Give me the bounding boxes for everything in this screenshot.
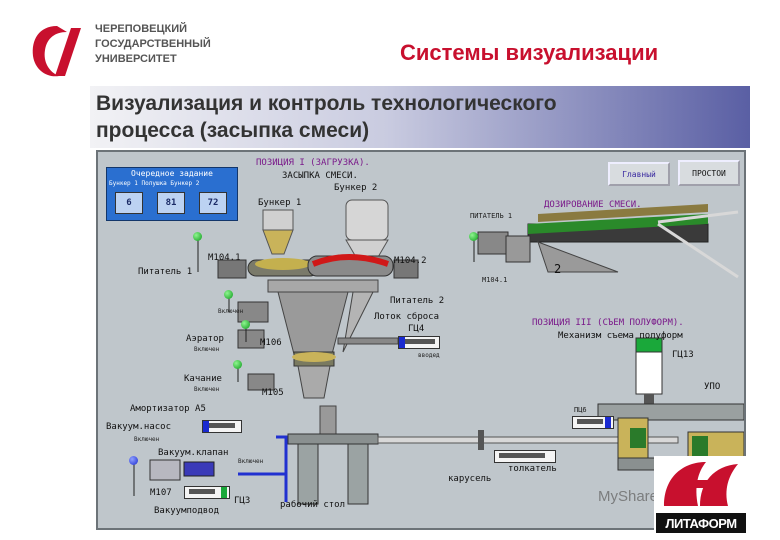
gc3-label: ГЦ3 [234, 496, 251, 506]
pos1-subtitle: ЗАСЫПКА СМЕСИ. [282, 171, 358, 181]
litaform-emblem-icon [656, 458, 744, 510]
dosing-feeder1-label: ПИТАТЕЛЬ 1 [470, 212, 513, 220]
swing-status: Включен [194, 386, 220, 393]
m106-label: M106 [260, 338, 282, 348]
pos3-subtitle: Механизм съема полуформ [558, 331, 683, 341]
aerator-on-status: Включен [218, 308, 244, 315]
gc13-label: ГЦ13 [672, 350, 694, 360]
swing-label: Качание [184, 374, 222, 384]
aerator-indicator-lamp [224, 290, 233, 299]
next-task-panel: Очередное задание Бункер 1 Полушка Бунке… [106, 167, 238, 221]
damper-label: Амортизатор А5 [130, 404, 206, 414]
dosing-number-2: 2 [554, 262, 562, 276]
pos3-title: ПОЗИЦИЯ III (СЪЕМ ПОЛУФОРМ). [532, 318, 684, 328]
main-screen-button[interactable]: Главный [608, 162, 670, 186]
vac-feed-label: Вакуумподвод [154, 506, 220, 516]
litaform-name: ЛИТАФОРМ [656, 513, 746, 533]
dosing-feeder-lamp [469, 232, 478, 241]
university-line-3: УНИВЕРСИТЕТ [95, 53, 177, 65]
university-name: ЧЕРЕПОВЕЦКИЙ ГОСУДАРСТВЕННЫЙ УНИВЕРСИТЕТ [95, 22, 235, 67]
university-logo [27, 22, 85, 80]
pusher-cylinder[interactable] [494, 450, 556, 463]
vac-valve-label: Вакуум.клапан [158, 448, 229, 458]
myshared-watermark: MyShared [598, 488, 667, 505]
banner-line-1: Визуализация и контроль технологического [96, 92, 557, 115]
vac-pump-cylinder[interactable] [202, 420, 242, 433]
pos1-title: ПОЗИЦИЯ I (ЗАГРУЗКА). [256, 158, 370, 168]
m104-1-label: M104.1 [208, 253, 241, 263]
m104-2-label: M104.2 [394, 256, 427, 266]
gc6-cylinder[interactable] [572, 416, 614, 429]
m105-label: M105 [262, 388, 284, 398]
task-panel-headers: Бункер 1 Полушка Бункер 2 [109, 180, 200, 187]
dosing-m104-1-label: M104.1 [482, 276, 508, 284]
gc6-label: ПЦ6 [574, 406, 587, 414]
task-value-halfform[interactable]: 81 [157, 192, 185, 214]
feeder1-indicator-lamp [193, 232, 202, 241]
carousel-label: карусель [448, 474, 492, 484]
aerator-label: Аэратор [186, 334, 224, 344]
university-line-1: ЧЕРЕПОВЕЦКИЙ [95, 23, 188, 35]
feeder2-label: Питатель 2 [390, 296, 445, 306]
banner-line-2: процесса (засыпка смеси) [96, 119, 370, 142]
task-panel-title: Очередное задание [131, 169, 213, 178]
bunker2-label: Бункер 2 [334, 183, 378, 193]
swing-indicator-lamp [233, 360, 242, 369]
vac-valve-status: Включен [238, 458, 264, 465]
idle-button[interactable]: ПРОСТОИ [678, 160, 740, 186]
task-value-bunker1[interactable]: 6 [115, 192, 143, 214]
slide-title: Системы визуализации [400, 40, 659, 65]
tray-label: Лоток сброса [374, 312, 440, 322]
upo-label: УПО [704, 382, 721, 392]
gc3-cylinder[interactable] [184, 486, 230, 499]
vacuum-indicator-lamp [129, 456, 138, 465]
gc4-in-status: вводед [418, 352, 440, 359]
vac-pump-label: Вакуум.насос [106, 422, 172, 432]
aerator-status: Включен [194, 346, 220, 353]
process-diagram [133, 199, 744, 505]
bunker1-label: Бункер 1 [258, 198, 302, 208]
pusher-label: толкатель [508, 464, 557, 474]
vac-pump-status: Включен [134, 436, 160, 443]
university-line-2: ГОСУДАРСТВЕННЫЙ [95, 38, 211, 50]
task-value-bunker2[interactable]: 72 [199, 192, 227, 214]
banner-title: Визуализация и контроль технологического… [96, 90, 656, 144]
aerator-run-lamp [241, 320, 250, 329]
feeder1-label: Питатель 1 [138, 267, 193, 277]
gc4-cylinder[interactable] [398, 336, 440, 349]
gc4-label: ГЦ4 [408, 324, 425, 334]
title-banner [90, 86, 750, 148]
scada-screen: Очередное задание Бункер 1 Полушка Бунке… [96, 150, 746, 530]
m107-label: M107 [150, 488, 172, 498]
work-table-label: рабочий стол [280, 500, 346, 510]
dosing-title: ДОЗИРОВАНИЕ СМЕСИ. [544, 200, 642, 210]
